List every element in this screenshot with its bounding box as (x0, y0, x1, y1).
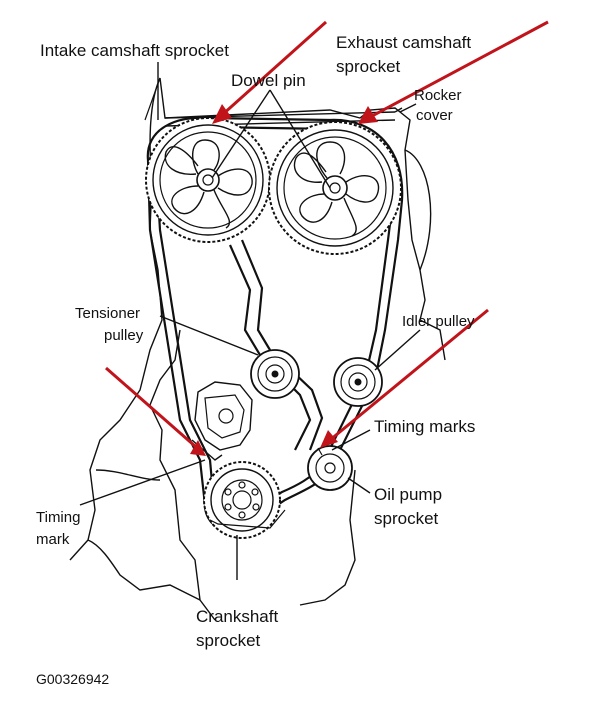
arrowhead-intake (212, 104, 232, 124)
idler-pulley (333, 357, 383, 407)
figure-code: G00326942 (36, 671, 109, 687)
label-rocker-line2: cover (416, 107, 453, 124)
label-tensioner-line1: Tensioner (75, 305, 140, 322)
arrow-crank-timing (105, 366, 197, 449)
label-timing-mark-line1: Timing (36, 509, 80, 526)
label-crankshaft-line2: sprocket (196, 631, 261, 650)
tensioner-pulley (250, 349, 300, 399)
label-oil-pump-line1: Oil pump (374, 485, 442, 504)
intake-camshaft-sprocket (145, 117, 271, 243)
arrowhead-exhaust (358, 106, 378, 124)
oil-pump-sprocket (307, 445, 353, 491)
label-oil-pump-line2: sprocket (374, 509, 439, 528)
red-arrows (105, 20, 549, 456)
label-intake-camshaft-sprocket: Intake camshaft sprocket (40, 41, 229, 60)
label-dowel-pin: Dowel pin (231, 71, 306, 90)
label-crankshaft-line1: Crankshaft (196, 607, 278, 626)
label-timing-marks: Timing marks (374, 417, 475, 436)
label-tensioner-line2: pulley (104, 327, 144, 344)
label-idler-pulley: Idler pulley (402, 313, 475, 330)
label-timing-mark-line2: mark (36, 531, 70, 548)
arrow-oil-pump-timing (329, 308, 489, 442)
arrow-intake-timing (221, 20, 327, 117)
crankshaft-sprocket (203, 461, 286, 539)
label-exhaust-camshaft-line1: Exhaust camshaft (336, 33, 471, 52)
arrowhead-crank (190, 440, 206, 456)
label-exhaust-camshaft-line2: sprocket (336, 57, 401, 76)
exhaust-camshaft-sprocket (268, 121, 402, 255)
label-rocker-line1: Rocker (414, 87, 462, 104)
arrow-exhaust-timing (371, 20, 549, 118)
labels: Intake camshaft sprocket Exhaust camshaf… (36, 33, 475, 687)
arrowhead-oil-pump (320, 430, 338, 448)
leader-lines (79, 62, 421, 580)
